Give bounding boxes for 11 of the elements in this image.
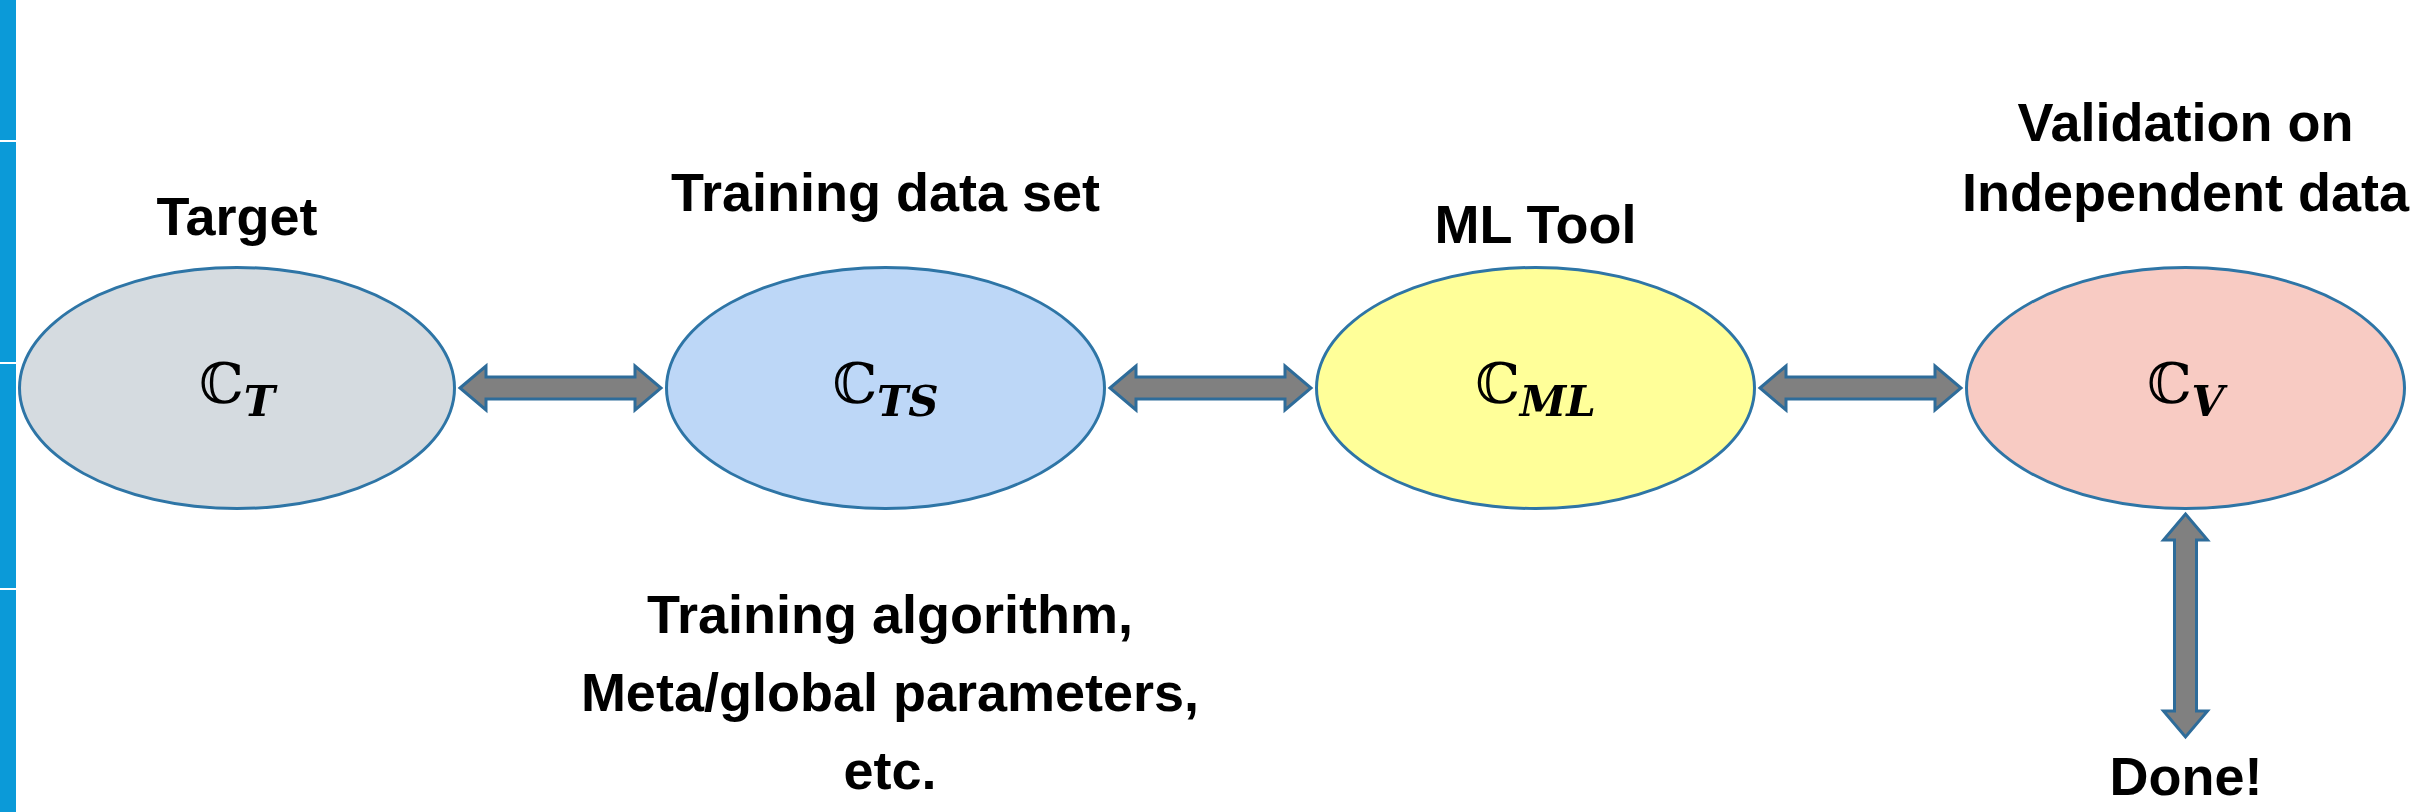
double-arrow [2160, 511, 2211, 740]
node-label: Done! [2086, 745, 2286, 807]
node-note: Training algorithm, Meta/global parameters, etc. [579, 583, 1201, 802]
double-arrow [1107, 362, 1314, 414]
node-heading: Target [155, 185, 319, 248]
math-symbol: ℂ$_{TS}$ [832, 350, 939, 426]
node-heading: Training data set [669, 161, 1102, 224]
math-symbol: ℂ$_{ML}$ [1475, 350, 1596, 426]
node-heading: Validation on Independent data [1961, 91, 2411, 224]
node-heading: ML Tool [1433, 193, 1638, 256]
double-arrow [1757, 362, 1964, 414]
